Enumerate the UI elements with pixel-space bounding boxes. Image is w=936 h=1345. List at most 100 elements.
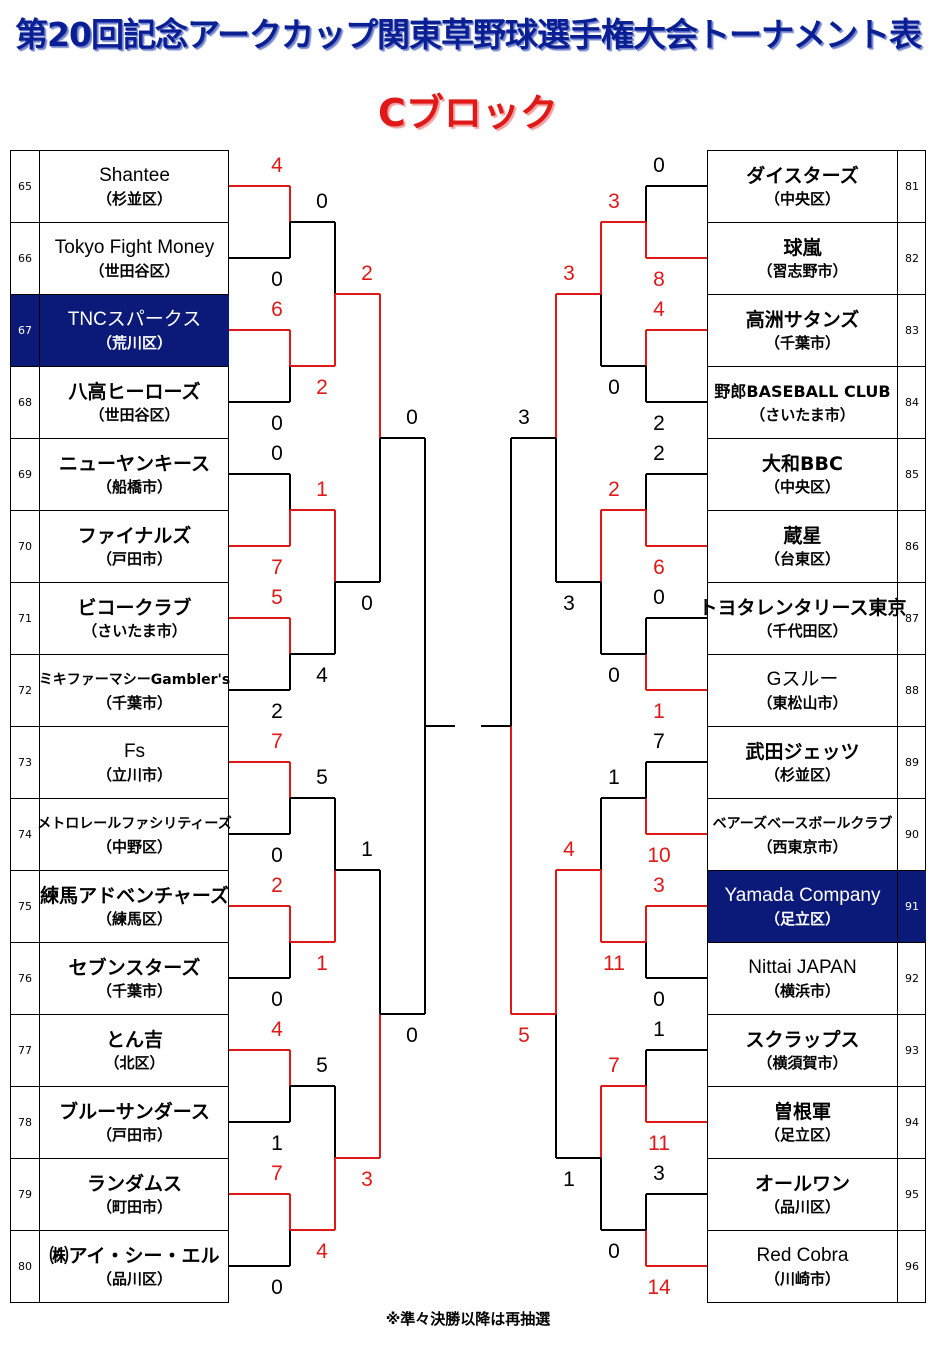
seed-number: 81 (897, 151, 926, 222)
team-name: Tokyo Fight Money (54, 236, 215, 258)
team-name: 球嵐 (783, 236, 822, 259)
team-location: （荒川区） (96, 333, 172, 352)
score-label: 1 (653, 700, 665, 723)
seed-number: 88 (897, 655, 926, 726)
seed-number: 82 (897, 223, 926, 294)
score-label: 6 (653, 556, 665, 579)
score-label: 5 (316, 1054, 328, 1077)
seed-number: 75 (11, 871, 40, 942)
team-name: Shantee (99, 164, 170, 186)
team-name: ビコークラブ (77, 596, 192, 619)
score-label: 0 (653, 154, 665, 177)
score-label: 0 (271, 988, 283, 1011)
score-label: 3 (563, 592, 575, 615)
team-name: 野郎BASEBALL CLUB (714, 381, 891, 401)
seed-number: 77 (11, 1015, 40, 1086)
team-80: 80㈱アイ・シー・エル（品川区） (10, 1230, 229, 1303)
team-name: Yamada Company (724, 884, 881, 906)
seed-number: 89 (897, 727, 926, 798)
seed-number: 76 (11, 943, 40, 1014)
team-location: （戸田市） (96, 549, 172, 568)
team-name: 蔵星 (783, 524, 822, 547)
team-name-box: ㈱アイ・シー・エル（品川区） (40, 1231, 229, 1302)
team-location: （中央区） (764, 477, 840, 496)
seed-number: 66 (11, 223, 40, 294)
seed-number: 93 (897, 1015, 926, 1086)
score-label: 0 (608, 376, 620, 399)
team-location: （立川市） (96, 765, 172, 784)
score-label: 2 (653, 412, 665, 435)
score-label: 0 (361, 592, 373, 615)
team-location: （足立区） (764, 1125, 840, 1144)
score-label: 4 (653, 298, 665, 321)
team-location: （世田谷区） (89, 405, 180, 424)
score-label: 2 (271, 700, 283, 723)
seed-number: 67 (11, 295, 40, 366)
team-name-box: 曽根軍（足立区） (708, 1087, 897, 1158)
seed-number: 96 (897, 1231, 926, 1302)
score-label: 7 (271, 556, 283, 579)
seed-number: 72 (11, 655, 40, 726)
team-location: （習志野市） (757, 261, 848, 280)
team-name-box: スクラップス（横須賀市） (708, 1015, 897, 1086)
team-location: （さいたま市） (82, 621, 187, 640)
score-label: 3 (653, 874, 665, 897)
team-name: ミキファーマシーGambler's (38, 671, 231, 688)
score-label: 10 (647, 844, 671, 867)
score-label: 3 (653, 1162, 665, 1185)
team-name: ブルーサンダース (59, 1100, 210, 1123)
team-name-box: ビコークラブ （さいたま市） (40, 583, 229, 654)
team-location: （東松山市） (757, 693, 848, 712)
score-label: 6 (271, 298, 283, 321)
team-location: （中野区） (96, 837, 172, 856)
score-label: 0 (406, 1024, 418, 1047)
seed-number: 92 (897, 943, 926, 1014)
seed-number: 83 (897, 295, 926, 366)
score-label: 7 (653, 730, 665, 753)
team-location: （世田谷区） (89, 261, 180, 280)
score-label: 3 (563, 262, 575, 285)
score-label: 3 (608, 190, 620, 213)
seed-number: 70 (11, 511, 40, 582)
team-location: （千葉市） (764, 333, 840, 352)
team-name: ファイナルズ (77, 524, 192, 547)
score-label: 1 (316, 952, 328, 975)
team-name: とん吉 (105, 1028, 163, 1051)
score-label: 5 (271, 586, 283, 609)
team-name-box: Red Cobra（川崎市） (708, 1231, 897, 1302)
team-name: Gスルー (766, 668, 839, 690)
seed-number: 65 (11, 151, 40, 222)
team-name-box: Nittai JAPAN（横浜市） (708, 943, 897, 1014)
seed-number: 84 (897, 367, 926, 438)
team-location: （台東区） (764, 549, 840, 568)
team-name: トヨタレンタリース東京 (698, 596, 907, 619)
team-name-box: Fs（立川市） (40, 727, 229, 798)
seed-number: 74 (11, 799, 40, 870)
team-name-box: ベアーズベースボールクラブ（西東京市） (708, 799, 897, 870)
score-label: 0 (653, 586, 665, 609)
score-label: 0 (608, 1240, 620, 1263)
team-name-box: 大和BBC（中央区） (708, 439, 897, 510)
team-name: ニューヤンキース (58, 452, 211, 475)
team-location: （北区） (104, 1053, 165, 1072)
team-name-box: 野郎BASEBALL CLUB（さいたま市） (708, 367, 897, 438)
team-name-box: 八高ヒーローズ（世田谷区） (40, 367, 229, 438)
team-name-box: TNCスパークス（荒川区） (40, 295, 229, 366)
team-name-box: ダイスターズ（中央区） (708, 151, 897, 222)
seed-number: 80 (11, 1231, 40, 1302)
seed-number: 79 (11, 1159, 40, 1230)
team-66: 66 Tokyo Fight Money （世田谷区） (10, 222, 229, 295)
team-name-box: とん吉 （北区） (40, 1015, 229, 1086)
